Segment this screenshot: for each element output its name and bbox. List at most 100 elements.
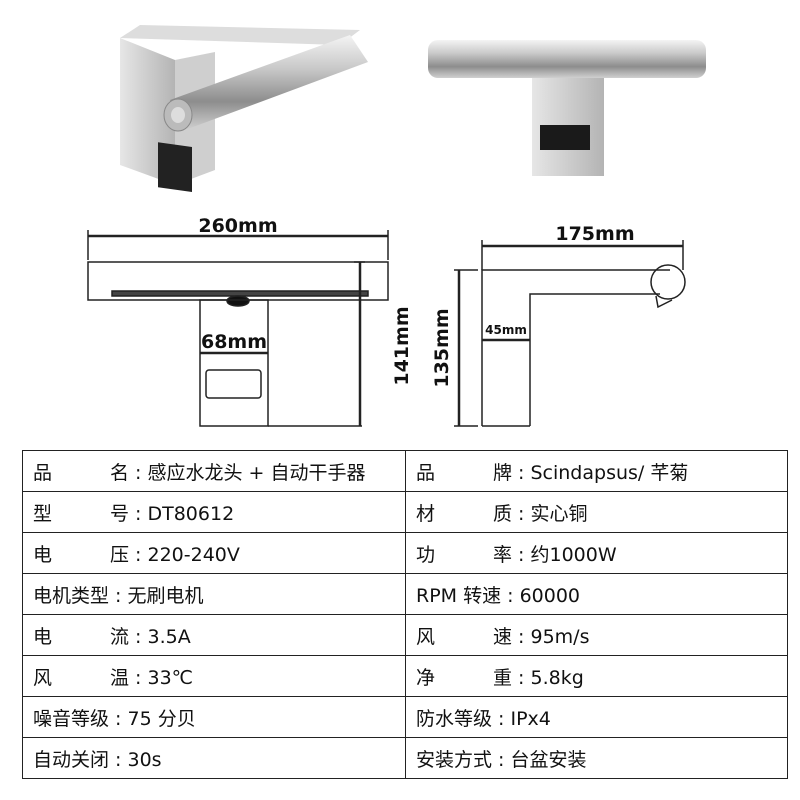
- spec-label-char: 型: [33, 502, 53, 525]
- spec-label: 净重: [416, 663, 512, 690]
- spec-separator: :: [492, 707, 511, 730]
- spec-label-char: 电: [33, 625, 53, 648]
- spec-separator: :: [512, 625, 531, 648]
- spec-label: 电机类型: [33, 584, 110, 607]
- side-width-label: 175mm: [555, 223, 634, 245]
- spec-label-char: 风: [416, 625, 436, 648]
- spec-label-char: 牌: [492, 461, 512, 484]
- spec-label: 材质: [416, 499, 512, 526]
- spec-separator: :: [129, 461, 148, 484]
- side-height-label: 135mm: [431, 308, 453, 387]
- spec-label-char: 材: [416, 502, 436, 525]
- spec-value: 95m/s: [530, 625, 590, 648]
- spec-cell: 品牌 : Scindapsus/ 芊菊: [405, 450, 788, 492]
- spec-separator: :: [129, 666, 148, 689]
- spec-label: 自动关闭: [33, 748, 110, 771]
- side-view-drawing: [454, 240, 686, 427]
- spec-value: 60000: [519, 584, 581, 607]
- front-height-label: 141mm: [391, 306, 413, 385]
- spec-value: 感应水龙头 + 自动干手器: [147, 461, 366, 484]
- spec-label: 风温: [33, 663, 129, 690]
- spec-label-char: 品: [33, 461, 53, 484]
- front-view-drawing: [87, 230, 389, 427]
- spec-cell: 自动关闭 : 30s: [22, 737, 406, 779]
- spec-label-char: 号: [109, 502, 129, 525]
- spec-separator: :: [109, 748, 128, 771]
- spec-label: RPM 转速: [416, 584, 502, 607]
- spec-label: 品名: [33, 458, 129, 485]
- spec-value: 5.8kg: [530, 666, 584, 689]
- spec-value: 30s: [127, 748, 162, 771]
- spec-value: IPx4: [510, 707, 551, 730]
- spec-separator: :: [129, 625, 148, 648]
- spec-label-char: 名: [109, 461, 129, 484]
- spec-value: 实心铜: [530, 502, 588, 525]
- spec-separator: :: [129, 543, 148, 566]
- spec-label-char: 净: [416, 666, 436, 689]
- spec-label: 安装方式: [416, 748, 493, 771]
- spec-separator: :: [512, 461, 531, 484]
- spec-cell: 品名 : 感应水龙头 + 自动干手器: [22, 450, 406, 492]
- spec-value: 220-240V: [147, 543, 240, 566]
- spec-label-char: 重: [492, 666, 512, 689]
- spec-value: 约1000W: [530, 543, 617, 566]
- spec-row: 品名 : 感应水龙头 + 自动干手器品牌 : Scindapsus/ 芊菊: [22, 450, 788, 492]
- product-illustrations: 260mm 68mm 141mm 175mm 45mm 135mm: [87, 25, 706, 427]
- spec-cell: 材质 : 实心铜: [405, 491, 788, 533]
- spec-separator: :: [109, 707, 128, 730]
- spec-separator: :: [501, 584, 520, 607]
- spec-value: DT80612: [147, 502, 235, 525]
- spec-label: 风速: [416, 622, 512, 649]
- spec-separator: :: [512, 666, 531, 689]
- spec-separator: :: [109, 584, 128, 607]
- spec-value: 33℃: [147, 666, 193, 689]
- spec-label-char: 电: [33, 543, 53, 566]
- spec-label-char: 率: [492, 543, 512, 566]
- spec-label-char: 质: [492, 502, 512, 525]
- spec-separator: :: [492, 748, 511, 771]
- spec-cell: 电 压 : 220-240V: [22, 532, 406, 574]
- spec-label-char: 风: [33, 666, 53, 689]
- product-photo-front: [428, 40, 706, 176]
- spec-cell: 型号 : DT80612: [22, 491, 406, 533]
- spec-label-char: 流: [109, 625, 129, 648]
- spec-row: 噪音等级 : 75 分贝防水等级 : IPx4: [22, 696, 788, 738]
- spec-label: 品牌: [416, 458, 512, 485]
- spec-cell: 电流 : 3.5A: [22, 614, 406, 656]
- spec-label: 功率: [416, 540, 512, 567]
- spec-table: 品名 : 感应水龙头 + 自动干手器品牌 : Scindapsus/ 芊菊型号 …: [22, 450, 788, 779]
- spec-cell: 净重 : 5.8kg: [405, 655, 788, 697]
- spec-value: 3.5A: [147, 625, 191, 648]
- spec-cell: RPM 转速 : 60000: [405, 573, 788, 615]
- spec-value: Scindapsus/ 芊菊: [530, 461, 689, 484]
- base-width-label: 68mm: [201, 331, 267, 353]
- spec-label: 型号: [33, 499, 129, 526]
- spec-separator: :: [129, 502, 148, 525]
- front-width-label: 260mm: [198, 215, 277, 237]
- spec-label-char: 品: [416, 461, 436, 484]
- spec-cell: 功率 : 约1000W: [405, 532, 788, 574]
- spec-cell: 电机类型 : 无刷电机: [22, 573, 406, 615]
- spec-label: 噪音等级: [33, 707, 110, 730]
- spec-cell: 安装方式 : 台盆安装: [405, 737, 788, 779]
- spec-label: 电流: [33, 622, 129, 649]
- spec-value: 台盆安装: [510, 748, 587, 771]
- spec-label-char: 功: [416, 543, 436, 566]
- spec-cell: 噪音等级 : 75 分贝: [22, 696, 406, 738]
- spec-label-char: 压: [109, 543, 129, 566]
- spec-label: 防水等级: [416, 707, 493, 730]
- spec-cell: 防水等级 : IPx4: [405, 696, 788, 738]
- spec-separator: :: [512, 502, 531, 525]
- spec-cell: 风温 : 33℃: [22, 655, 406, 697]
- side-thickness-label: 45mm: [485, 323, 527, 337]
- spec-label-char: 速: [492, 625, 512, 648]
- spec-value: 无刷电机: [127, 584, 204, 607]
- spec-cell: 风速 : 95m/s: [405, 614, 788, 656]
- product-photo-angled: [120, 25, 368, 192]
